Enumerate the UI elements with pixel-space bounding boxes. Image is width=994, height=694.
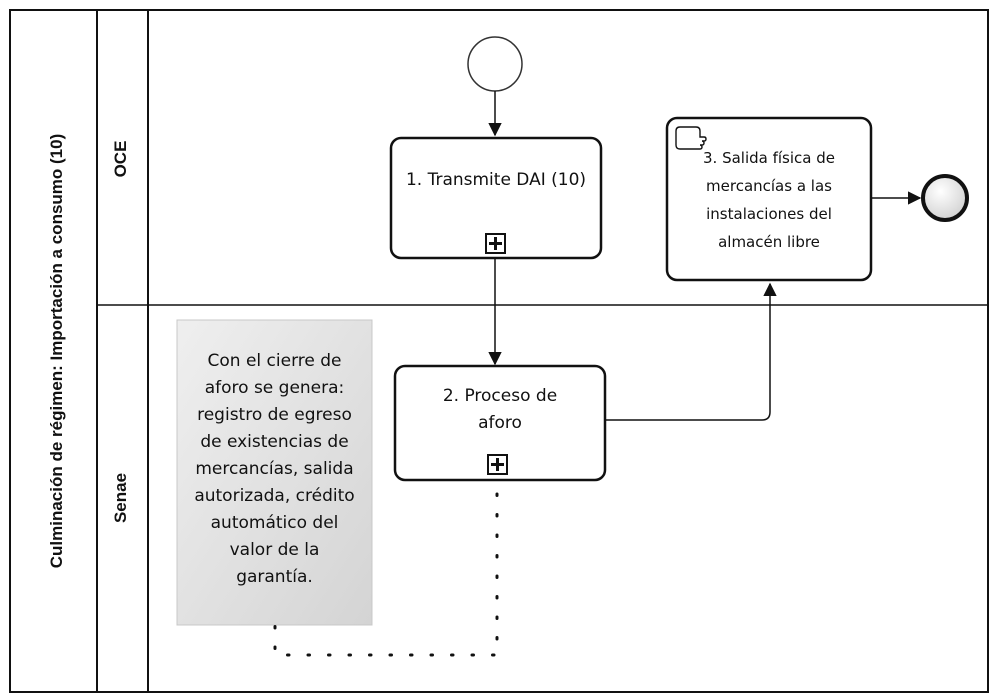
annotation-line: valor de la (229, 540, 320, 560)
task-salida-fisica-label-line3: instalaciones del (706, 205, 832, 223)
annotation-line: automático del (210, 513, 339, 533)
task-salida-fisica-label-line4: almacén libre (718, 233, 820, 251)
task-proceso-aforo-label-line2: aforo (478, 413, 522, 433)
annotation-line: autorizada, crédito (194, 486, 355, 506)
task-salida-fisica-label-line1: 3. Salida física de (703, 149, 835, 167)
annotation-line: registro de egreso (197, 405, 352, 425)
task-transmite-dai-label: 1. Transmite DAI (10) (405, 170, 587, 190)
subprocess-plus-icon (487, 454, 508, 475)
manual-task-icon (675, 126, 707, 150)
annotation-line: Con el cierre de (207, 351, 342, 371)
task-proceso-aforo-label-line1: 2. Proceso de (442, 386, 558, 406)
start-event[interactable] (467, 36, 523, 92)
pool-frame (9, 9, 989, 693)
task-transmite-dai[interactable] (389, 136, 603, 260)
subprocess-plus-icon (485, 233, 506, 254)
association-dotted (273, 492, 499, 657)
annotation-line: aforo se genera: (204, 378, 345, 398)
end-event[interactable] (921, 174, 969, 222)
lane-title-oce: OCE (111, 140, 130, 178)
annotation-line: de existencias de (200, 432, 349, 452)
lane-title-senae: Senae (111, 472, 130, 524)
annotation-line: mercancías, salida (195, 459, 354, 479)
annotation-line: garantía. (236, 567, 313, 587)
task-salida-fisica-label-line2: mercancías a las (706, 177, 832, 195)
task-salida-fisica[interactable] (665, 116, 873, 282)
sequence-flow-task2-to-task3 (605, 282, 777, 421)
text-annotation (176, 319, 373, 626)
task-proceso-aforo[interactable] (393, 364, 607, 482)
pool-title: Culminación de régimen: Importación a co… (47, 133, 66, 569)
